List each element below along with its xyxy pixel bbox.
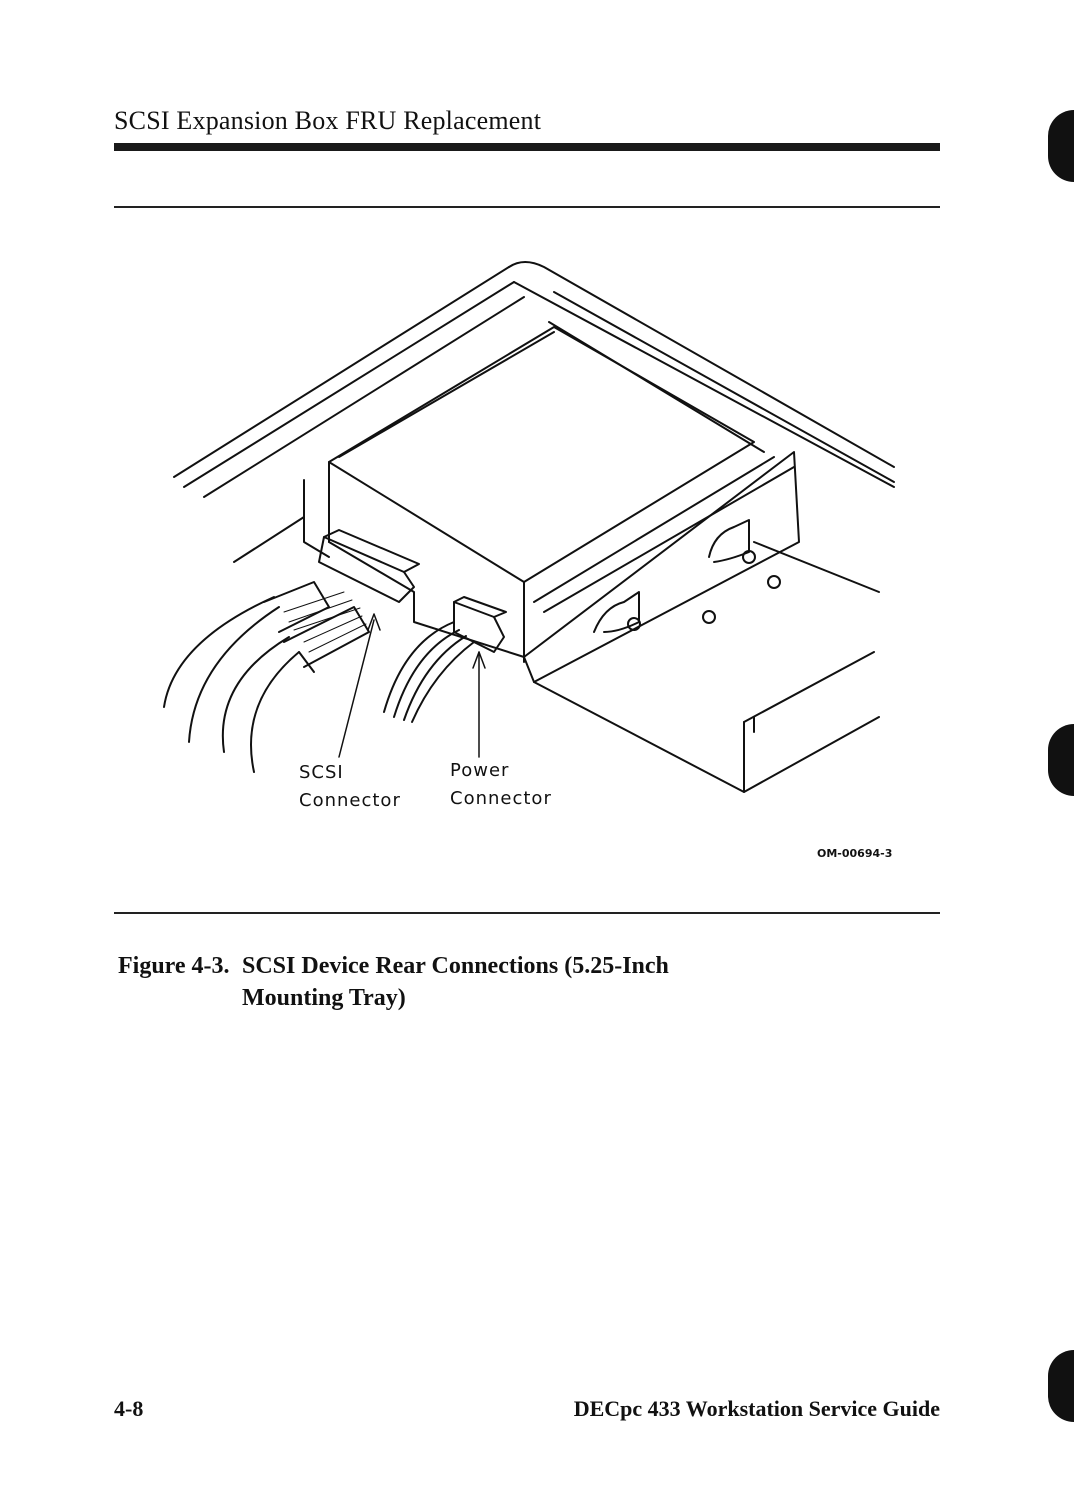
thumb-tab-marker <box>1048 110 1074 182</box>
running-header: SCSI Expansion Box FRU Replacement <box>114 106 541 136</box>
figure-number: Figure 4-3. <box>118 950 242 982</box>
figure-caption: Figure 4-3.SCSI Device Rear Connections … <box>118 950 669 1014</box>
thumb-tab-marker <box>1048 724 1074 796</box>
art-code: OM-00694-3 <box>817 847 892 860</box>
caption-line-2: Mounting Tray) <box>118 982 669 1014</box>
scsi-callout-label: SCSI <box>299 762 344 783</box>
book-title: DECpc 433 Workstation Service Guide <box>574 1396 940 1422</box>
figure-illustration: SCSI Connector Power Connector OM-00694-… <box>114 212 940 912</box>
scsi-callout-label-line2: Connector <box>299 790 401 811</box>
power-callout-label: Power <box>450 760 509 781</box>
header-rule <box>114 143 940 151</box>
caption-line-1: SCSI Device Rear Connections (5.25-Inch <box>242 953 669 979</box>
page-number: 4-8 <box>114 1396 143 1422</box>
figure-bottom-rule <box>114 912 940 914</box>
figure-top-rule <box>114 206 940 208</box>
thumb-tab-marker <box>1048 1350 1074 1422</box>
power-callout-label-line2: Connector <box>450 788 552 809</box>
drive-tray-drawing: SCSI Connector Power Connector OM-00694-… <box>114 212 940 912</box>
